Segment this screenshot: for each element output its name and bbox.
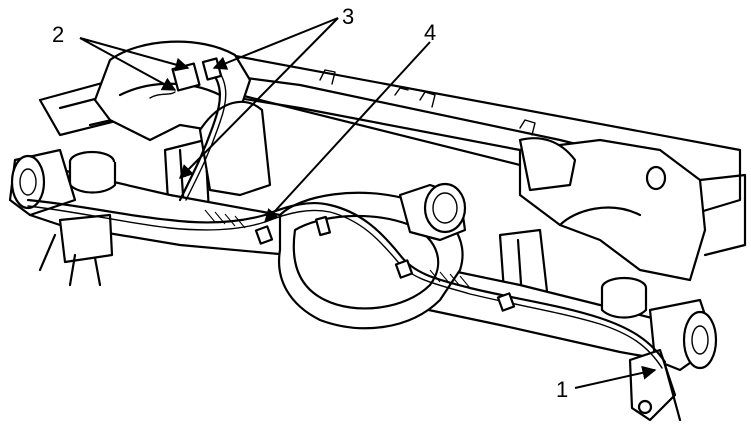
- leader-1: [574, 365, 657, 389]
- leader-4: [264, 41, 431, 224]
- brake-lines: [26, 57, 667, 369]
- callout-labels: 2 3 4 1: [52, 4, 568, 402]
- callout-4: 4: [424, 20, 436, 45]
- rear-axle-housing: [8, 148, 718, 372]
- leader-2b: [79, 37, 190, 72]
- leader-3b: [179, 17, 339, 179]
- callout-3: 3: [342, 4, 354, 29]
- lower-bracket-left: [38, 213, 114, 287]
- callout-leaders: [79, 17, 657, 389]
- callout-1: 1: [556, 377, 568, 402]
- leader-2a: [79, 37, 177, 91]
- callout-2: 2: [52, 22, 64, 47]
- leader-3a: [212, 17, 339, 70]
